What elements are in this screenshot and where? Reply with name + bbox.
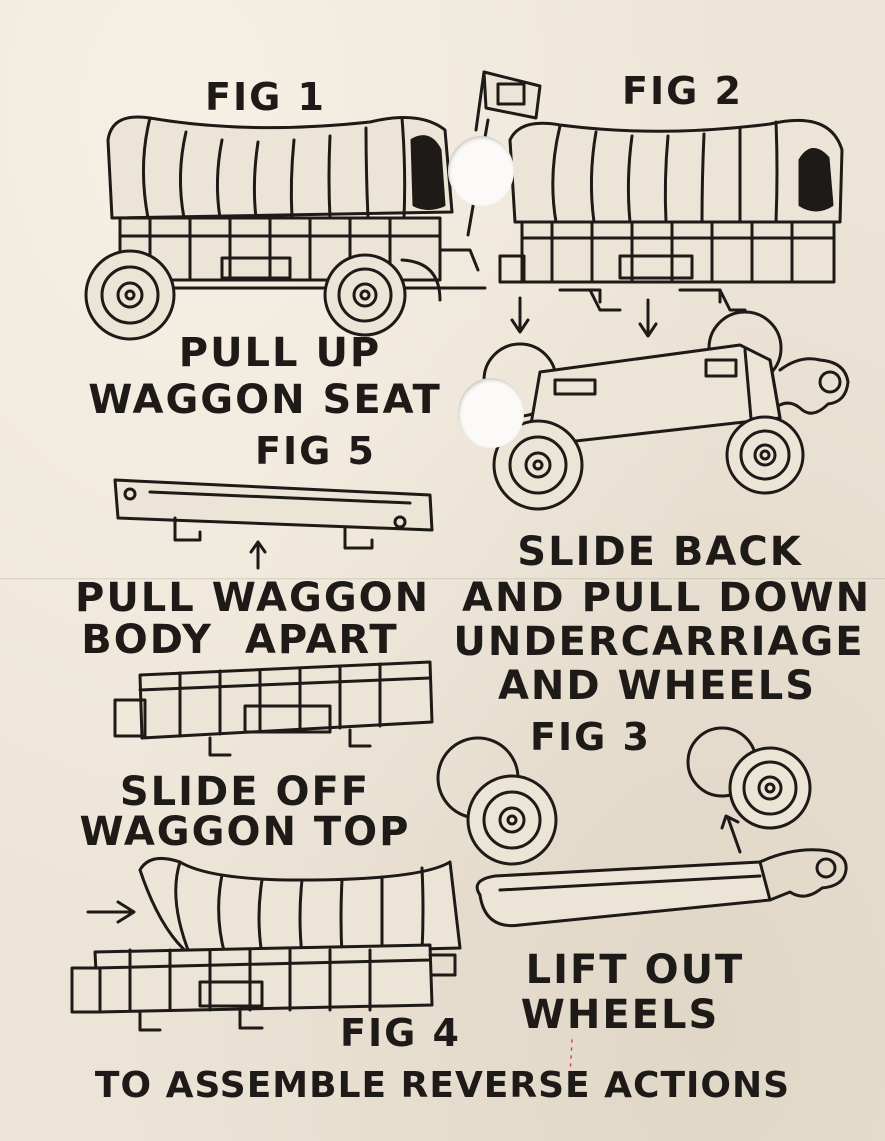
step-slide-back-line4: AND WHEELS (497, 663, 817, 709)
fig1-waggon-drawing (84, 115, 487, 341)
step-slide-back-line1: SLIDE BACK (517, 529, 803, 575)
step-lift-wheels-line1: LIFT OUT (525, 947, 745, 993)
fig4-label: FIG 4 (340, 1011, 461, 1055)
fig5-label: FIG 5 (255, 429, 376, 473)
fig2-waggon-drawing (466, 70, 844, 338)
footer-instruction: TO ASSEMBLE REVERSE ACTIONS (94, 1065, 791, 1106)
step-pull-body-line1: PULL WAGGON (75, 575, 431, 621)
punch-hole-top (448, 136, 514, 206)
fig1-label: FIG 1 (205, 75, 326, 119)
step-slide-back-line2: AND PULL DOWN (462, 575, 872, 621)
step-slide-back-line3: UNDERCARRIAGE (453, 619, 865, 665)
step-lift-wheels-line2: WHEELS (520, 992, 720, 1038)
fold-crease (0, 578, 885, 581)
step-pull-seat-line2: WAGGON SEAT (88, 377, 442, 423)
fig5-seat-drawing (113, 478, 434, 570)
undercarriage-drawing (482, 310, 850, 511)
fig2-label: FIG 2 (622, 69, 743, 113)
step-pull-body-line2: BODY APART (81, 617, 399, 663)
step-slide-top-line2: WAGGON TOP (79, 809, 411, 855)
fig3-label: FIG 3 (530, 715, 651, 759)
step-pull-seat-line1: PULL UP (178, 330, 382, 376)
punch-hole-middle (458, 378, 524, 448)
fig4-waggon-drawing (70, 856, 462, 1032)
fig3-wheels-drawing (436, 726, 848, 928)
waggon-body-drawing (113, 660, 434, 757)
step-slide-top-line1: SLIDE OFF (119, 769, 371, 815)
